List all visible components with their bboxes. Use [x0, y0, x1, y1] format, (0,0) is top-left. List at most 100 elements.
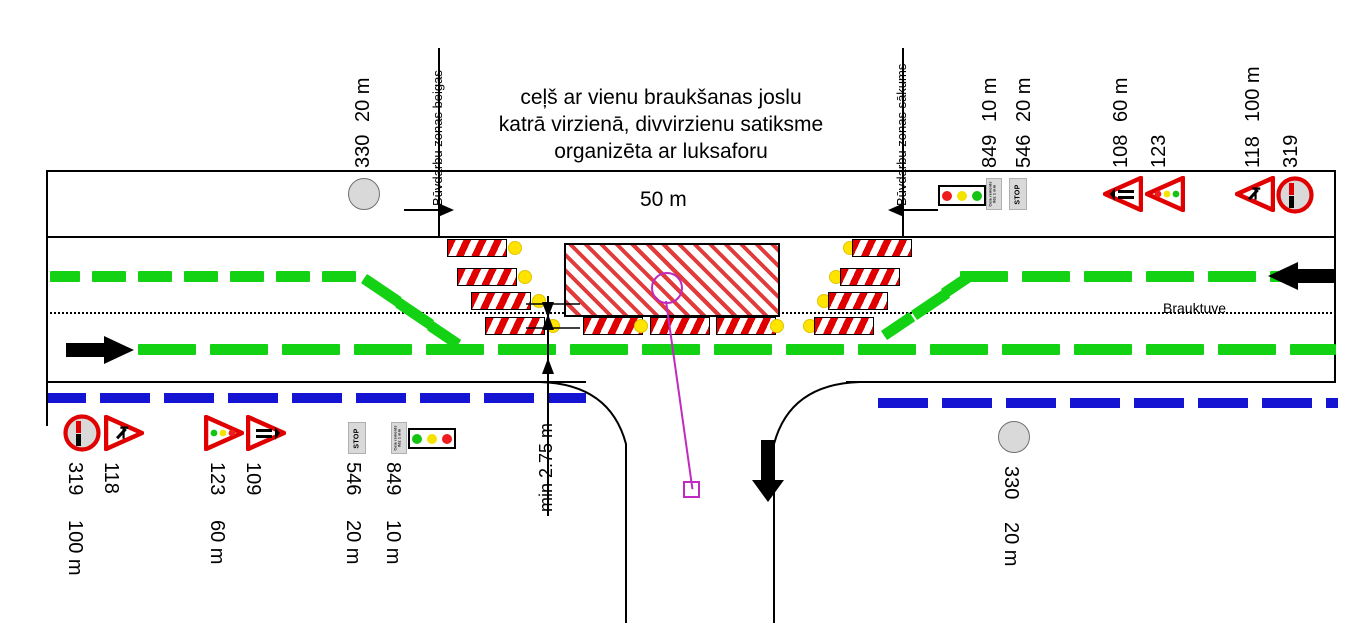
sign-distance-319-bottom: 100 m	[64, 520, 86, 576]
sign-code-109-bottom: 109	[242, 462, 264, 496]
road-top-edge	[46, 170, 1336, 172]
traffic-light-green-icon	[412, 433, 423, 444]
sign-code-546-bottom: 546	[342, 462, 364, 496]
edge-dash-blue	[100, 393, 150, 403]
barrier	[840, 268, 900, 286]
road-lower-edge-right	[846, 381, 1336, 383]
sign-code-319-bottom: 319	[64, 462, 86, 496]
detour-dash	[92, 271, 126, 282]
zone-length-label: 50 m	[640, 188, 687, 211]
carriageway-label: Brauktuve	[1163, 300, 1227, 316]
stop-plate-bottom: STOP	[348, 422, 366, 454]
barrier	[457, 268, 517, 286]
detour-dash	[498, 344, 556, 355]
warning-lamp	[634, 319, 648, 333]
sign-118-road-works-bottom-icon	[104, 415, 144, 451]
edge-dash-blue	[420, 393, 470, 403]
edge-dash-blue	[48, 393, 86, 403]
zone-description-text: ceļš ar vienu braukšanas joslu katrā vir…	[498, 86, 824, 163]
sign-distance-330-top: 20 m	[352, 77, 374, 122]
barrier	[485, 317, 545, 335]
edge-dash-blue	[1070, 398, 1120, 408]
detour-dash	[930, 344, 988, 355]
edge-dash-blue	[548, 393, 586, 403]
detour-dash	[1022, 271, 1070, 282]
detour-dash	[276, 271, 310, 282]
marker-endpoint-icon	[683, 481, 700, 498]
barrier	[716, 317, 776, 335]
edge-dash-blue	[356, 393, 406, 403]
detour-dash	[1218, 344, 1276, 355]
warning-lamp	[508, 241, 522, 255]
sign-123-traffic-signals-icon	[1145, 176, 1185, 212]
sign-distance-546-top: 20 m	[1013, 77, 1035, 122]
barrier	[650, 317, 710, 335]
barrier	[447, 239, 507, 257]
min-width-label: min 2.75 m	[536, 422, 556, 512]
sign-code-123-bottom: 123	[206, 462, 228, 496]
marker-circle-330-bottom	[998, 421, 1030, 453]
sign-118-road-works-icon	[1235, 176, 1275, 212]
sign-code-849-bottom: 849	[382, 462, 404, 496]
sign-code-546-top: 546	[1013, 134, 1035, 168]
sign-319-no-overtaking-bottom-icon	[63, 414, 101, 452]
road-lower-edge	[46, 381, 586, 383]
traffic-light-yellow-icon	[426, 433, 437, 444]
detour-dash	[1146, 344, 1204, 355]
direction-arrow-left	[1268, 262, 1336, 290]
detour-dash-diagonal	[940, 272, 972, 299]
sign-code-849-top: 849	[979, 134, 1001, 168]
edge-dash-blue	[1262, 398, 1312, 408]
barrier	[583, 317, 643, 335]
zone-end-boundary	[438, 48, 440, 238]
warning-lamp	[518, 270, 532, 284]
edge-dash-blue	[878, 398, 928, 408]
warning-lamp	[770, 319, 784, 333]
traffic-light-sign-top	[938, 185, 986, 206]
direction-arrow-down	[752, 440, 784, 502]
detour-dash	[426, 344, 484, 355]
sign-319-no-overtaking-icon	[1276, 176, 1314, 214]
sign-code-319-top: 319	[1280, 134, 1302, 168]
sign-distance-849-top: 10 m	[979, 77, 1001, 122]
barrier	[828, 292, 888, 310]
edge-dash-blue	[292, 393, 342, 403]
detour-dash	[354, 344, 412, 355]
zone-end-label: Būvdarbu zonas beigas	[430, 70, 445, 206]
direction-arrow-right	[66, 336, 134, 364]
sign-123-traffic-signals-bottom-icon	[204, 415, 244, 451]
sign-code-123-top: 123	[1148, 134, 1170, 168]
edge-dash-blue	[1134, 398, 1184, 408]
edge-dash-blue	[942, 398, 992, 408]
sign-distance-849-bottom: 10 m	[382, 520, 404, 565]
detour-dash	[1290, 344, 1336, 355]
sign-code-118-top: 118	[1242, 136, 1264, 168]
detour-dash	[282, 344, 340, 355]
detour-dash	[138, 271, 172, 282]
detour-dash	[138, 344, 196, 355]
traffic-light-green-icon	[971, 190, 982, 201]
side-road-curves	[539, 381, 861, 623]
sign-distance-330-bottom: 20 m	[1000, 522, 1022, 567]
zone-start-boundary	[902, 48, 904, 238]
detour-dash	[1002, 344, 1060, 355]
detour-dash	[714, 344, 772, 355]
traffic-light-red-icon	[942, 190, 953, 201]
edge-dash-blue	[1198, 398, 1248, 408]
sign-code-330-bottom: 330	[1000, 466, 1022, 500]
sign-distance-123-bottom: 60 m	[206, 520, 228, 565]
detour-dash	[322, 271, 356, 282]
barrier	[814, 317, 874, 335]
sign-distance-118-top: 100 m	[1242, 66, 1264, 122]
barrier	[471, 292, 531, 310]
barrier	[852, 239, 912, 257]
detour-dash	[960, 271, 1008, 282]
sign-code-108-top: 108	[1110, 134, 1132, 168]
traffic-light-sign-bottom	[408, 428, 456, 449]
detour-dash	[786, 344, 844, 355]
road-upper-edge	[46, 236, 1336, 238]
detour-dash	[1208, 271, 1256, 282]
